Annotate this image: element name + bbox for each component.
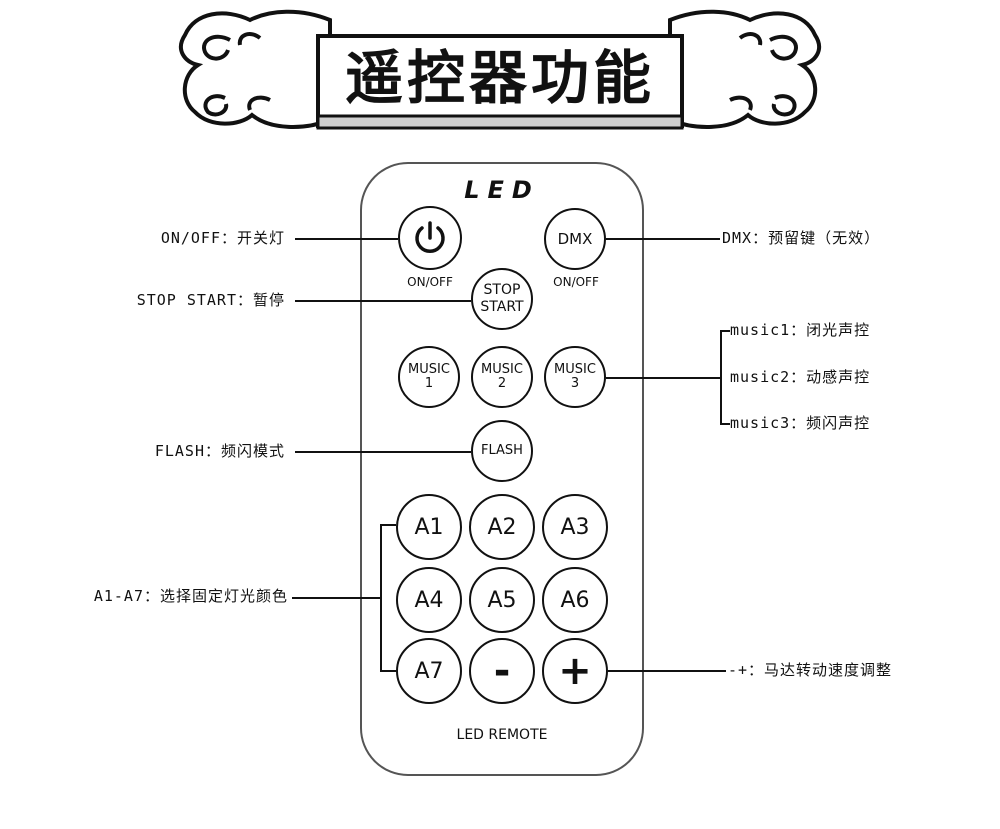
cloud-ornament-icon xyxy=(178,9,332,129)
bracket-music3-tick xyxy=(720,423,730,425)
cloud-ornament-icon xyxy=(668,9,822,129)
leader-line-music xyxy=(606,377,720,379)
minus-button[interactable]: - xyxy=(469,638,535,704)
power-button[interactable] xyxy=(398,206,462,270)
annotation-a1-a7: A1-A7：选择固定灯光颜色 xyxy=(93,587,288,605)
bracket-a1-a7 xyxy=(380,524,382,670)
annotation-stop-start: STOP START：暂停 xyxy=(136,291,285,309)
bracket-music1-tick xyxy=(720,330,730,332)
annotation-onoff: ON/OFF：开关灯 xyxy=(160,229,285,247)
a4-label: A4 xyxy=(414,587,444,613)
a3-button[interactable]: A3 xyxy=(542,494,608,560)
remote-brand: LED xyxy=(464,176,540,204)
music3-button[interactable]: MUSIC 3 xyxy=(544,346,606,408)
a5-button[interactable]: A5 xyxy=(469,567,535,633)
page-title: 遥控器功能 xyxy=(344,44,655,112)
minus-icon: - xyxy=(493,648,511,694)
a3-label: A3 xyxy=(560,514,590,540)
leader-line-a1-a7 xyxy=(292,597,380,599)
a5-label: A5 xyxy=(487,587,517,613)
a2-label: A2 xyxy=(487,514,517,540)
music1-label: MUSIC xyxy=(408,362,450,377)
a6-label: A6 xyxy=(560,587,590,613)
leader-line-dmx xyxy=(606,238,720,240)
bracket-a7-tick xyxy=(380,670,396,672)
remote-model-label: LED REMOTE xyxy=(456,727,548,743)
annotation-flash: FLASH：频闪模式 xyxy=(154,442,285,460)
title-banner xyxy=(178,9,822,130)
a7-label: A7 xyxy=(414,658,444,684)
music1-number: 1 xyxy=(424,376,434,391)
annotation-dmx: DMX：预留键（无效） xyxy=(722,229,881,247)
flash-button[interactable]: FLASH xyxy=(471,420,533,482)
a4-button[interactable]: A4 xyxy=(396,567,462,633)
leader-line-onoff xyxy=(295,238,398,240)
stop-start-button[interactable]: STOP START xyxy=(471,268,533,330)
a1-label: A1 xyxy=(414,514,444,540)
a7-button[interactable]: A7 xyxy=(396,638,462,704)
music3-label: MUSIC xyxy=(554,362,596,377)
annotation-speed: -+：马达转动速度调整 xyxy=(728,661,893,679)
music1-button[interactable]: MUSIC 1 xyxy=(398,346,460,408)
leader-line-flash xyxy=(295,451,471,453)
flash-label: FLASH xyxy=(481,443,523,458)
leader-line-speed xyxy=(608,670,726,672)
a2-button[interactable]: A2 xyxy=(469,494,535,560)
start-label: START xyxy=(480,299,524,315)
dmx-button[interactable]: DMX xyxy=(544,208,606,270)
plus-button[interactable]: + xyxy=(542,638,608,704)
stop-label: STOP xyxy=(483,282,521,298)
annotation-music1: music1：闭光声控 xyxy=(730,321,871,339)
music2-label: MUSIC xyxy=(481,362,523,377)
bracket-music xyxy=(720,330,722,424)
dmx-onoff-label: ON/OFF xyxy=(553,275,599,289)
dmx-button-label: DMX xyxy=(557,230,593,248)
a6-button[interactable]: A6 xyxy=(542,567,608,633)
a1-button[interactable]: A1 xyxy=(396,494,462,560)
music3-number: 3 xyxy=(570,376,580,391)
music2-number: 2 xyxy=(497,376,507,391)
power-icon xyxy=(415,221,445,253)
onoff-label: ON/OFF xyxy=(407,275,453,289)
bracket-a1-tick xyxy=(380,524,396,526)
music2-button[interactable]: MUSIC 2 xyxy=(471,346,533,408)
annotation-music3: music3：频闪声控 xyxy=(730,414,871,432)
plus-icon: + xyxy=(558,648,592,694)
leader-line-stop-start xyxy=(295,300,471,302)
annotation-music2: music2：动感声控 xyxy=(730,368,871,386)
